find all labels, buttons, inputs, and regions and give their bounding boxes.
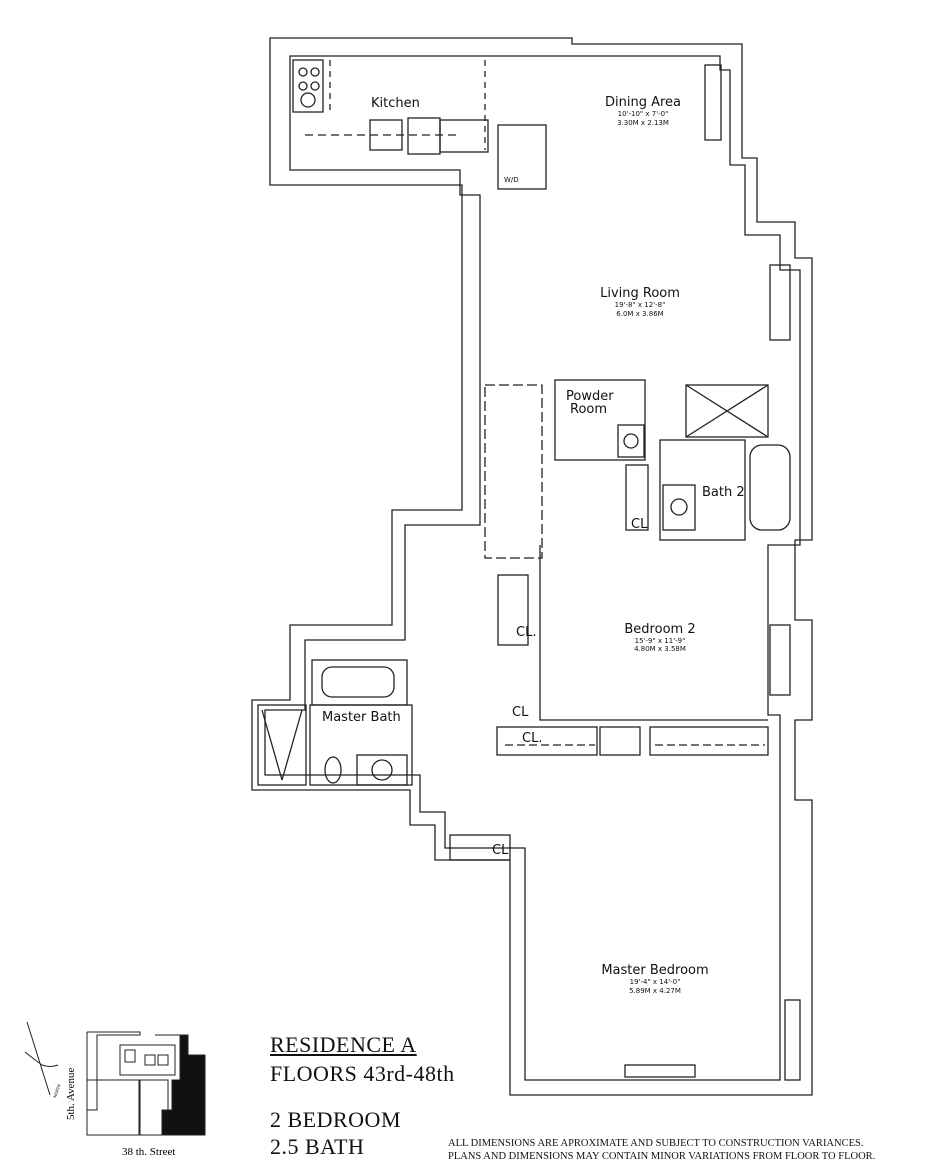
avenue-label: 5th. Avenue xyxy=(65,1068,77,1120)
dining-dim-imperial: 10'-10" x 7'-0" xyxy=(618,110,669,118)
disclaimer-line2: PLANS AND DIMENSIONS MAY CONTAIN MINOR V… xyxy=(448,1151,876,1162)
dining-dim-metric: 3.30M x 2.13M xyxy=(617,119,669,127)
bedrooms-title: 2 BEDROOM xyxy=(270,1107,402,1132)
kitchen-label: Kitchen xyxy=(371,96,420,111)
entry-rug xyxy=(484,384,543,559)
north-label: NORTH xyxy=(52,1083,62,1098)
bedroom2-dim-imperial: 15'-9" x 11'-9" xyxy=(635,637,686,645)
inner-wall xyxy=(264,55,801,1081)
master-bedroom-dim-metric: 5.89M x 4.27M xyxy=(629,987,681,995)
master-bedroom-dim-imperial: 19'-4" x 14'-0" xyxy=(630,978,681,986)
outer-wall xyxy=(251,37,813,1096)
disclaimer-line1: ALL DIMENSIONS ARE APROXIMATE AND SUBJEC… xyxy=(448,1138,864,1149)
closet xyxy=(449,834,511,861)
closet-label: CL. xyxy=(516,625,536,640)
street-label: 38 th. Street xyxy=(122,1146,175,1158)
master-bath-label: Master Bath xyxy=(322,710,401,725)
closet-label: CL xyxy=(512,705,529,720)
baths-title: 2.5 BATH xyxy=(270,1134,365,1159)
bedroom2-label: Bedroom 2 xyxy=(624,622,695,637)
shower xyxy=(685,384,769,438)
key-plan xyxy=(24,1021,206,1136)
closet-label: CL xyxy=(492,843,509,858)
bath2-wall xyxy=(659,439,746,541)
stove xyxy=(292,59,324,113)
closet-label: CL xyxy=(631,517,648,532)
master-bathtub xyxy=(321,666,395,698)
north-arrow-icon xyxy=(26,1021,51,1096)
bath2-label: Bath 2 xyxy=(702,485,745,500)
powder-room-wall xyxy=(554,379,646,461)
master-bedroom-label: Master Bedroom xyxy=(601,963,708,978)
bedroom2-dim-metric: 4.80M x 3.58M xyxy=(634,645,686,653)
residence-title: RESIDENCE A xyxy=(270,1032,417,1057)
living-dim-metric: 6.0M x 3.86M xyxy=(616,310,663,318)
wd-label: W/D xyxy=(504,176,519,184)
window xyxy=(769,264,791,341)
master-shower xyxy=(257,704,307,786)
powder-label: Powder xyxy=(566,389,614,404)
closet xyxy=(497,574,529,646)
bathtub xyxy=(749,444,791,531)
closet-label: CL. xyxy=(522,731,542,746)
closet xyxy=(625,464,649,531)
powder-label-2: Room xyxy=(570,402,607,417)
living-label: Living Room xyxy=(600,286,680,301)
window xyxy=(704,64,722,141)
window xyxy=(624,1064,696,1078)
dining-label: Dining Area xyxy=(605,95,681,110)
window xyxy=(784,999,801,1081)
floors-title: FLOORS 43rd-48th xyxy=(270,1061,455,1086)
window xyxy=(769,624,791,696)
living-dim-imperial: 19'-8" x 12'-8" xyxy=(615,301,666,309)
